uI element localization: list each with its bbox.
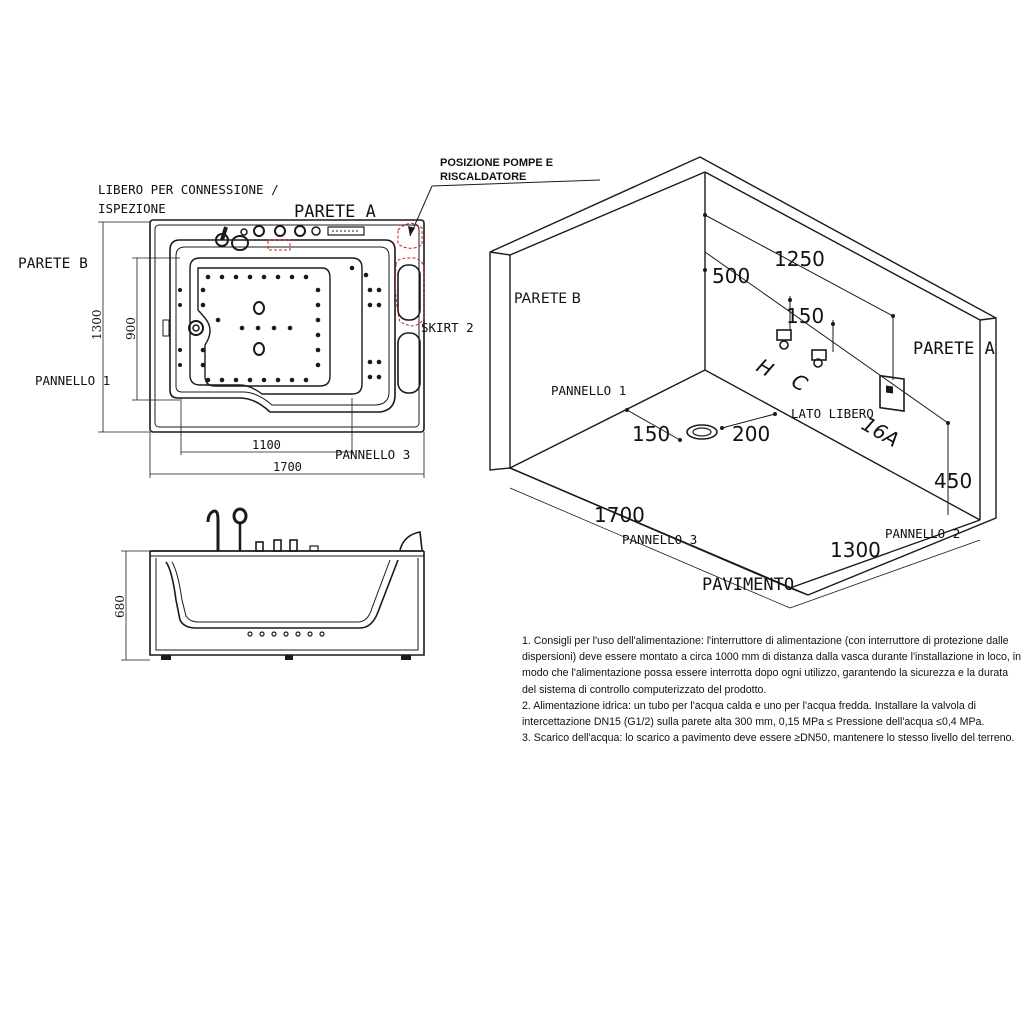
pannello-3-label: PANNELLO 3	[335, 447, 410, 462]
iso-dim-150-floor: 150	[632, 422, 670, 446]
pompe-label-line1: POSIZIONE POMPE E	[440, 157, 553, 169]
iso-dim-1700: 1700	[594, 503, 645, 527]
skirt-2-label: SKIRT 2	[421, 320, 474, 335]
iso-pavimento: PAVIMENTO	[702, 575, 794, 595]
iso-label-h: H	[753, 354, 778, 382]
iso-view: 1250 500 150 PARETE B PARETE A H C 16A P…	[489, 156, 997, 609]
power-socket-icon	[879, 374, 905, 412]
iso-label-c: C	[788, 369, 812, 397]
note-3: 3. Scarico dell'acqua: lo scarico a pavi…	[522, 732, 1015, 745]
jet-dots	[178, 265, 382, 383]
side-view: 680	[113, 507, 425, 661]
cold-valve-icon	[811, 349, 827, 368]
iso-dim-450: 450	[934, 469, 972, 493]
iso-pannello-1: PANNELLO 1	[551, 383, 626, 398]
iso-parete-a: PARETE A	[913, 339, 995, 359]
libero-label-line2: ISPEZIONE	[98, 201, 166, 216]
iso-dim-500: 500	[712, 264, 750, 288]
pointer-arrow-icon	[408, 226, 415, 236]
dim-1700-top: 1700	[273, 460, 302, 474]
iso-pannello-2: PANNELLO 2	[885, 526, 960, 541]
iso-lato-libero: LATO LIBERO	[791, 406, 874, 421]
top-view: LIBERO PER CONNESSIONE / ISPEZIONE PARET…	[18, 157, 601, 478]
hot-valve-icon	[776, 329, 792, 350]
dim-1300-top: 1300	[90, 309, 104, 340]
iso-dim-200: 200	[732, 422, 770, 446]
side-jet-dots	[247, 631, 325, 637]
parete-a-label: PARETE A	[294, 202, 376, 222]
dim-680: 680	[113, 595, 127, 618]
pannello-1-label: PANNELLO 1	[35, 373, 110, 388]
note-2: 2. Alimentazione idrica: un tubo per l'a…	[522, 699, 985, 729]
iso-parete-b: PARETE B	[514, 291, 581, 307]
pompe-label-line2: RISCALDATORE	[440, 171, 526, 183]
dim-1100: 1100	[252, 438, 281, 452]
note-1: 1. Consigli per l'uso dell'alimentazione…	[522, 635, 1022, 696]
parete-b-label: PARETE B	[18, 256, 88, 272]
iso-pannello-3: PANNELLO 3	[622, 532, 697, 547]
floor-drain-icon	[686, 424, 718, 440]
iso-dim-1300: 1300	[830, 538, 881, 562]
installation-notes: 1. Consigli per l'uso dell'alimentazione…	[522, 633, 1022, 746]
dim-900: 900	[124, 317, 138, 340]
iso-dim-150-top: 150	[786, 304, 824, 328]
iso-dim-1250: 1250	[774, 247, 825, 271]
libero-label-line1: LIBERO PER CONNESSIONE /	[98, 182, 279, 197]
